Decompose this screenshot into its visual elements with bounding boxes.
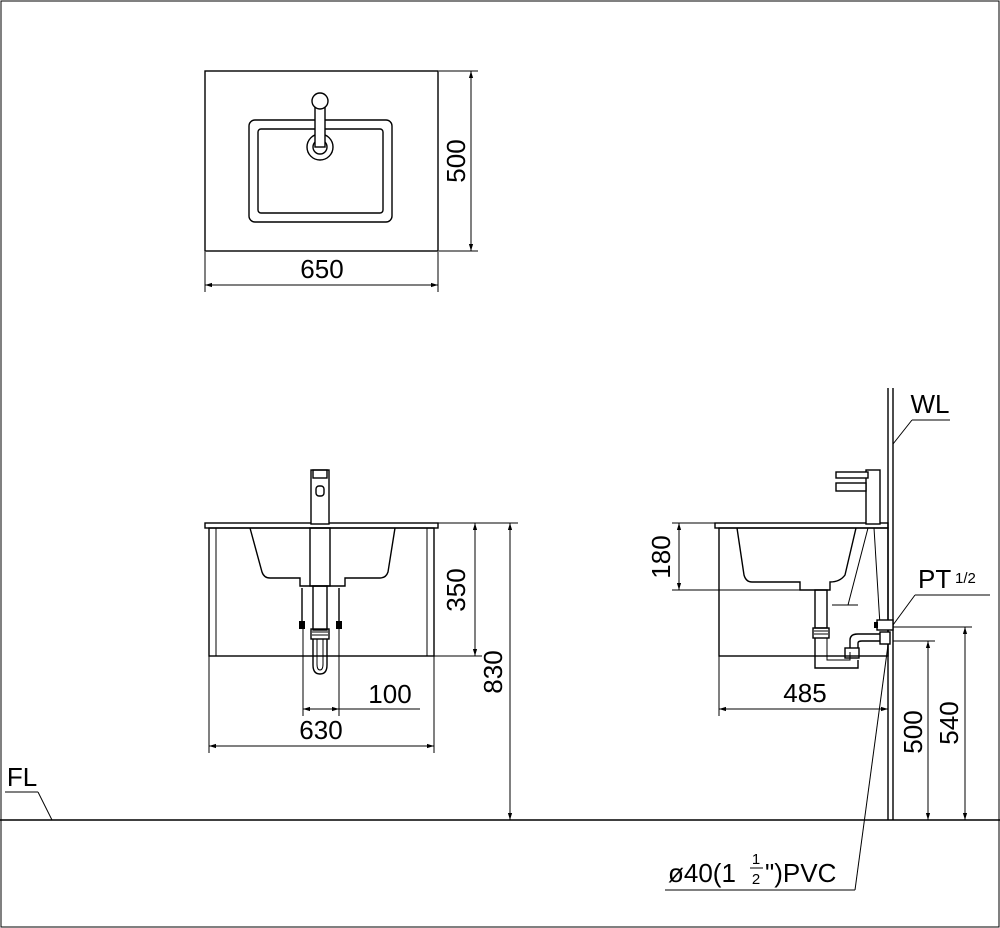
side-hose-b (873, 527, 881, 626)
supply-label: PT (918, 564, 951, 594)
dim-830-label: 830 (478, 650, 508, 693)
dim-540-label: 540 (934, 701, 964, 744)
front-bowl (249, 527, 396, 587)
side-arm-top (849, 633, 888, 648)
dim-500-top-label: 500 (441, 139, 471, 182)
side-faucet-spout (835, 482, 867, 492)
pvc-frac-den: 2 (752, 871, 760, 888)
pvc-frac-num: 1 (752, 851, 760, 868)
dim-100-label: 100 (368, 679, 411, 709)
pt-leader (892, 594, 916, 626)
wl-leader (892, 419, 913, 445)
pvc-label-suffix: ")PVC (765, 858, 836, 888)
wall-label: WL (911, 389, 950, 419)
front-faucet-outlet (315, 485, 325, 497)
dim-650-label: 650 (300, 254, 343, 284)
side-trap-inner (826, 638, 851, 661)
front-faucet-handle (312, 469, 328, 479)
dim-485-label: 485 (783, 678, 826, 708)
side-trap-nut (812, 627, 830, 639)
side-hose-a (847, 527, 869, 606)
front-valve-left-icon (299, 621, 305, 629)
side-view: WL PT 1/2 180 (646, 388, 990, 891)
supply-fraction: 1/2 (955, 570, 976, 587)
dim-350-label: 350 (441, 568, 471, 611)
side-faucet-lever (835, 471, 869, 479)
front-trap-bend-inner (316, 639, 324, 671)
side-bowl (736, 527, 857, 591)
side-trap-nut-2 (844, 647, 860, 659)
side-valve-handle-icon (874, 622, 878, 628)
front-valve-right-icon (336, 621, 342, 629)
front-tailpiece (312, 585, 328, 631)
faucet-spout-top (314, 106, 326, 148)
front-view: 350 830 100 630 (204, 469, 518, 820)
fl-leader (37, 791, 53, 821)
faucet-handle-top (311, 92, 329, 110)
countertop-outline (204, 70, 439, 252)
dim-630-label: 630 (299, 715, 342, 745)
floor-label: FL (7, 762, 37, 792)
side-faucet-body (865, 469, 881, 525)
top-view: 650 500 (204, 70, 478, 292)
floor: FL (0, 762, 1000, 821)
front-trap-bend (312, 639, 328, 675)
dim-500-side-label: 500 (898, 710, 928, 753)
pvc-label-prefix: ø40(1 (668, 858, 736, 888)
side-cabinet (718, 527, 889, 657)
side-arm-bottom (857, 640, 888, 648)
side-wall-flange (879, 631, 891, 645)
side-drain-body (814, 589, 828, 629)
front-trap-nut (310, 628, 330, 640)
side-countertop (714, 522, 889, 529)
front-cabinet (208, 527, 435, 657)
side-trap-outer (814, 638, 859, 669)
front-drain-body (309, 527, 331, 587)
dim-180-label: 180 (646, 535, 676, 578)
side-angle-valve (876, 619, 894, 631)
pvc-leader (854, 644, 889, 891)
